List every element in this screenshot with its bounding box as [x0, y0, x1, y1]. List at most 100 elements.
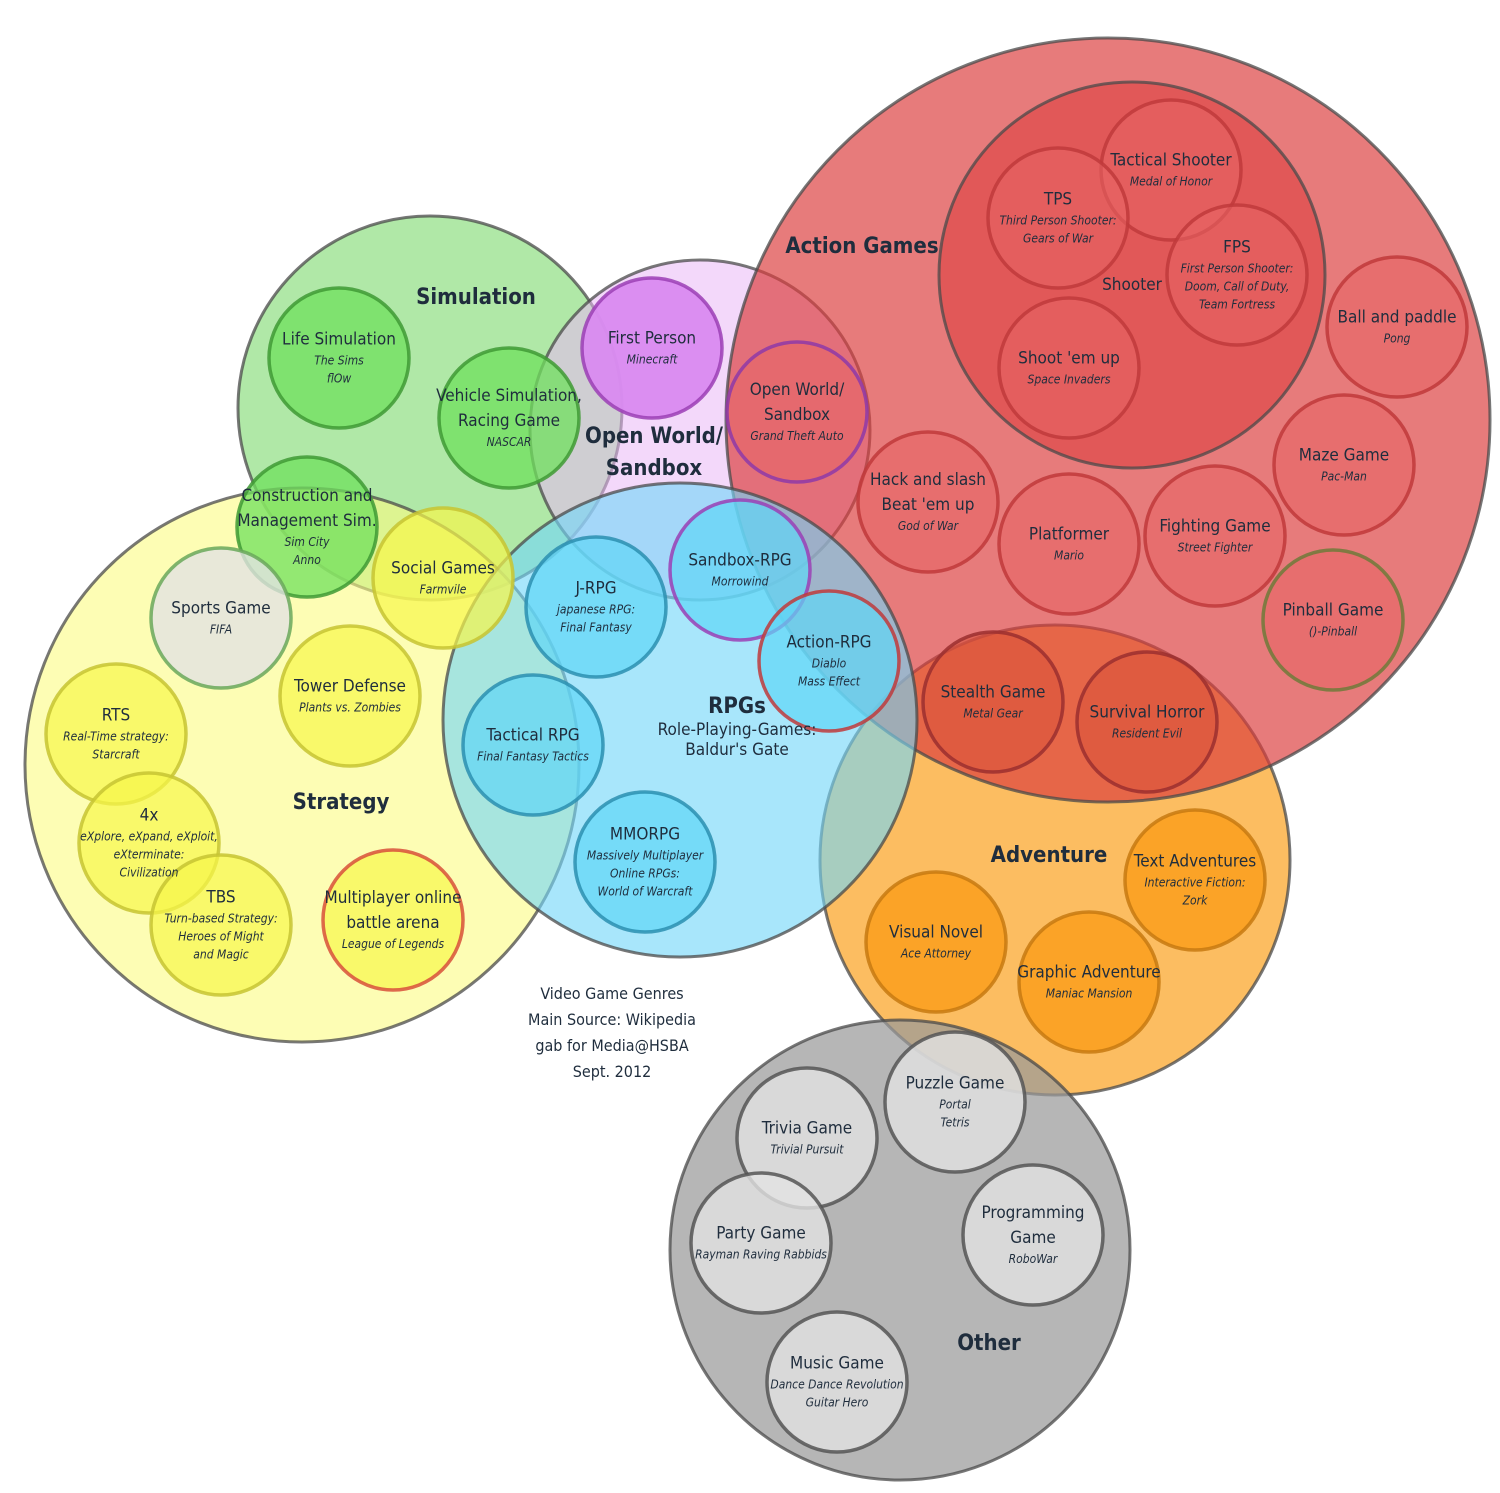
open-world-label-1: Open World/: [585, 424, 724, 449]
multiplayer-online-battle-arena-title-2: battle arena: [346, 913, 439, 933]
tps-title: TPS: [1043, 190, 1072, 210]
construction-and-management-sim-example-1: Sim City: [285, 535, 331, 549]
hack-and-slash-beat-em-up-circle: [856, 430, 1000, 574]
construction-and-management-sim-title-1: Construction and: [241, 486, 372, 506]
multiplayer-online-battle-arena-circle: [321, 848, 465, 992]
first-person-title: First Person: [608, 329, 696, 349]
vehicle-simulation-racing-game-title-1: Vehicle Simulation,: [436, 386, 582, 406]
rpg-label-sub-1: Role-Playing-Games:: [658, 720, 817, 740]
first-person-circle: [580, 276, 724, 420]
puzzle-game-circle: [883, 1030, 1027, 1174]
visual-novel-title: Visual Novel: [889, 923, 983, 943]
j-rpg-circle: [524, 535, 668, 679]
tower-defense-example-1: Plants vs. Zombies: [299, 701, 401, 715]
simulation-label: Simulation: [416, 285, 536, 310]
4x-example-2: eXterminate:: [114, 848, 185, 862]
stealth-game-circle: [921, 630, 1065, 774]
shoot-em-up-example-1: Space Invaders: [1028, 373, 1111, 387]
music-game-example-2: Guitar Hero: [806, 1396, 869, 1410]
tps-example-2: Gears of War: [1023, 232, 1094, 246]
social-games-title: Social Games: [391, 559, 495, 579]
construction-and-management-sim-title-2: Management Sim.: [237, 511, 376, 531]
j-rpg-example-1: japanese RPG:: [555, 603, 635, 617]
shooter-label: Shooter: [1102, 275, 1163, 295]
life-simulation-title: Life Simulation: [282, 330, 396, 350]
hack-and-slash-beat-em-up-title-1: Hack and slash: [870, 470, 986, 490]
party-game-title: Party Game: [716, 1224, 806, 1244]
open-world-label-2: Sandbox: [606, 456, 703, 481]
mmorpg-title: MMORPG: [610, 825, 680, 845]
platformer-example-1: Mario: [1054, 549, 1084, 563]
action-rpg-circle: [757, 589, 901, 733]
programming-game-title-1: Programming: [981, 1203, 1084, 1223]
open-world-sandbox-circle: [725, 340, 869, 484]
tbs-example-2: Heroes of Might: [178, 930, 264, 944]
fighting-game-title: Fighting Game: [1159, 517, 1270, 537]
ball-and-paddle-example-1: Pong: [1384, 332, 1411, 346]
rts-example-2: Starcraft: [92, 748, 140, 762]
text-adventures-circle: [1123, 808, 1267, 952]
maze-game-title: Maze Game: [1299, 446, 1389, 466]
music-game-title: Music Game: [790, 1354, 884, 1374]
maze-game-circle: [1272, 393, 1416, 537]
4x-title: 4x: [140, 806, 159, 826]
party-game-example-1: Rayman Raving Rabbids: [695, 1248, 827, 1262]
life-simulation-example-1: The Sims: [314, 354, 364, 368]
life-simulation-example-2: flOw: [327, 372, 351, 386]
mmorpg-example-2: Online RPGs:: [610, 867, 680, 881]
party-game-circle: [689, 1171, 833, 1315]
programming-game-example-1: RoboWar: [1009, 1252, 1058, 1266]
fps-title: FPS: [1223, 238, 1251, 258]
trivia-game-title: Trivia Game: [761, 1119, 852, 1139]
pinball-game-circle: [1261, 548, 1405, 692]
puzzle-game-title: Puzzle Game: [906, 1074, 1005, 1094]
music-game-example-1: Dance Dance Revolution: [770, 1378, 903, 1392]
survival-horror-title: Survival Horror: [1090, 703, 1206, 723]
tbs-example-1: Turn-based Strategy:: [164, 912, 277, 926]
credit-line-2: Main Source: Wikipedia: [528, 1010, 696, 1029]
tps-example-1: Third Person Shooter:: [999, 214, 1116, 228]
social-games-circle: [371, 506, 515, 650]
pinball-game-example-1: ()-Pinball: [1309, 625, 1357, 639]
graphic-adventure-title: Graphic Adventure: [1017, 963, 1160, 983]
shoot-em-up-title: Shoot 'em up: [1018, 349, 1120, 369]
first-person-example-1: Minecraft: [627, 353, 679, 367]
tower-defense-circle: [278, 624, 422, 768]
text-adventures-title: Text Adventures: [1133, 852, 1257, 872]
fps-example-3: Team Fortress: [1199, 298, 1276, 312]
fighting-game-circle: [1143, 464, 1287, 608]
survival-horror-circle: [1075, 650, 1219, 794]
visual-novel-example-1: Ace Attorney: [900, 947, 972, 961]
rts-title: RTS: [102, 706, 130, 726]
mmorpg-example-3: World of Warcraft: [598, 885, 694, 899]
action-rpg-example-1: Diablo: [812, 657, 847, 671]
construction-and-management-sim-circle: [235, 455, 379, 599]
tbs-title: TBS: [205, 888, 235, 908]
rts-example-1: Real-Time strategy:: [63, 730, 169, 744]
fighting-game-example-1: Street Fighter: [1178, 541, 1253, 555]
credit-line-3: gab for Media@HSBA: [535, 1036, 689, 1055]
ball-and-paddle-circle: [1325, 255, 1469, 399]
open-world-sandbox-title-2: Sandbox: [764, 405, 830, 425]
action-rpg-title: Action-RPG: [786, 633, 871, 653]
tbs-example-3: and Magic: [193, 948, 249, 962]
text-adventures-example-2: Zork: [1182, 894, 1208, 908]
ball-and-paddle-title: Ball and paddle: [1337, 308, 1456, 328]
4x-example-3: Civilization: [120, 866, 179, 880]
graphic-adventure-circle: [1017, 910, 1161, 1054]
sports-game-title: Sports Game: [171, 599, 270, 619]
life-simulation-circle: [267, 286, 411, 430]
hack-and-slash-beat-em-up-title-2: Beat 'em up: [882, 495, 975, 515]
j-rpg-example-2: Final Fantasy: [560, 621, 632, 635]
tower-defense-title: Tower Defense: [293, 677, 406, 697]
sandbox-rpg-circle: [668, 498, 812, 642]
tactical-shooter-example-1: Medal of Honor: [1130, 175, 1213, 189]
maze-game-example-1: Pac-Man: [1321, 470, 1367, 484]
sandbox-rpg-title: Sandbox-RPG: [688, 551, 791, 571]
fps-circle: [1165, 203, 1309, 347]
construction-and-management-sim-example-2: Anno: [292, 553, 321, 567]
multiplayer-online-battle-arena-title-1: Multiplayer online: [325, 888, 462, 908]
rpg-label: RPGs: [708, 694, 766, 719]
stealth-game-example-1: Metal Gear: [963, 707, 1023, 721]
open-world-sandbox-title-1: Open World/: [750, 380, 845, 400]
